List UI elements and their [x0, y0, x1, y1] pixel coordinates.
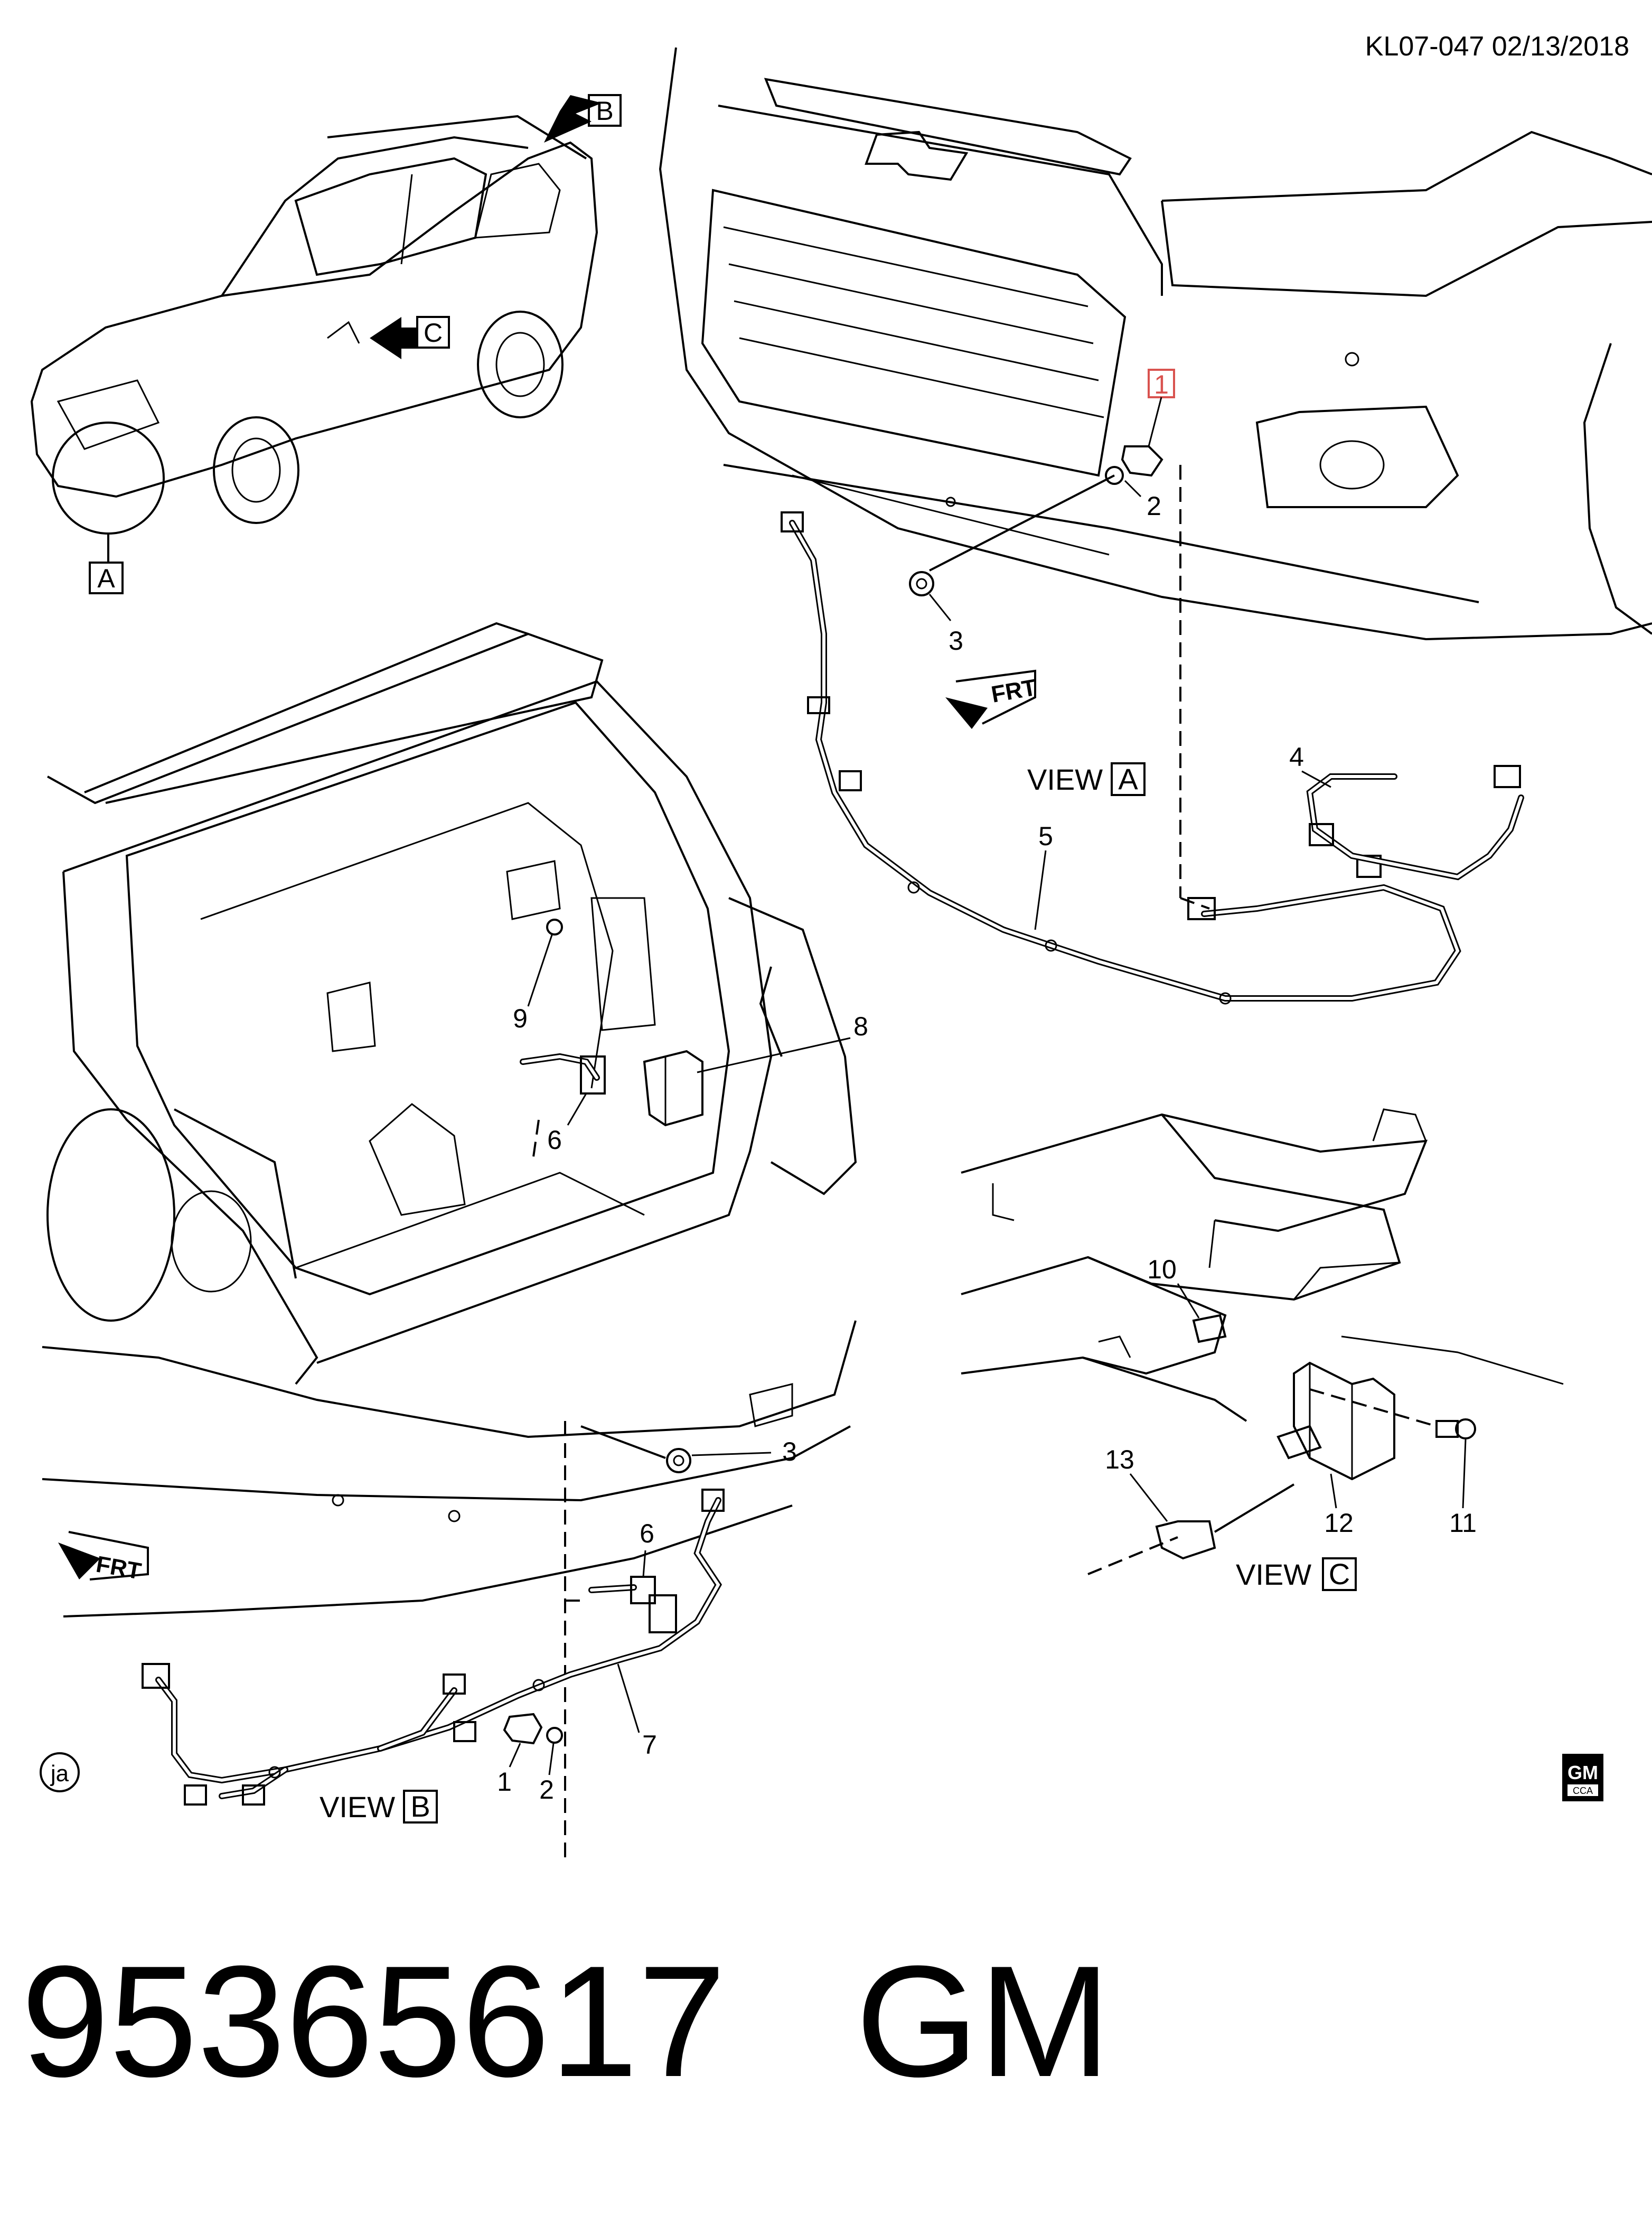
frt-arrow-front: FRT [945, 669, 1038, 729]
rear-trunk-view [42, 622, 857, 1617]
svg-text:11: 11 [1449, 1508, 1477, 1538]
svg-text:C: C [424, 318, 443, 348]
ja-badge [40, 1752, 80, 1792]
brand-name: GM [856, 1932, 1111, 2110]
svg-text:2: 2 [539, 1775, 554, 1804]
front-harness-5 [781, 511, 1461, 1005]
front-retainer-2 [1105, 466, 1124, 485]
view-c-label: VIEW [1236, 1558, 1311, 1591]
rear-sensor-1 [503, 1713, 543, 1745]
svg-text:ja: ja [50, 1761, 69, 1787]
svg-text:C: C [1329, 1557, 1350, 1591]
screw-11 [1309, 1388, 1476, 1439]
rear-connector-6 [588, 1576, 656, 1604]
svg-text:9: 9 [513, 1004, 528, 1033]
bracket-10 [1192, 1314, 1227, 1343]
rear-harness-7 [142, 1489, 725, 1806]
svg-text:6: 6 [547, 1125, 562, 1155]
module-8 [643, 1050, 703, 1127]
overview-vehicle [30, 115, 598, 524]
front-sensor-1 [1121, 445, 1163, 477]
front-callout-1: 1 [1148, 369, 1175, 447]
detail-a-circle [52, 422, 165, 535]
view-a-tag [89, 562, 124, 594]
part-number: 95365617 [21, 1932, 726, 2110]
svg-text:A: A [1118, 762, 1138, 796]
svg-text:A: A [97, 564, 115, 593]
svg-text:3: 3 [949, 626, 963, 656]
view-a-label: VIEW [1027, 763, 1103, 796]
svg-text:B: B [410, 1790, 430, 1823]
view-b-arrow: B [544, 94, 622, 143]
svg-text:FRT: FRT [989, 675, 1038, 708]
grommet-9 [546, 919, 563, 936]
svg-text:4: 4 [1289, 742, 1304, 772]
harness-4 [1306, 765, 1524, 881]
svg-text:3: 3 [782, 1437, 797, 1466]
sensor-13 [1087, 1483, 1295, 1575]
svg-text:10: 10 [1147, 1255, 1177, 1284]
svg-text:1: 1 [1154, 370, 1169, 399]
front-bezel-3 [909, 571, 934, 596]
trunk-connector-6 [520, 1053, 606, 1095]
diagram-code-date: KL07-047 02/13/2018 [1365, 31, 1629, 62]
rear-bezel-3 [666, 1448, 691, 1473]
svg-text:7: 7 [642, 1730, 657, 1760]
svg-text:1: 1 [497, 1767, 512, 1797]
rear-retainer-2 [546, 1727, 563, 1744]
view-c-detail [961, 1108, 1564, 1422]
svg-text:6: 6 [640, 1519, 654, 1548]
gm-cca-logo: GM CCA [1562, 1754, 1603, 1801]
svg-text:CCA: CCA [1573, 1785, 1593, 1796]
view-c-arrow: C [370, 316, 450, 359]
svg-text:GM: GM [1567, 1762, 1598, 1783]
view-b-label: VIEW [320, 1790, 395, 1824]
front-bumper-view-a [659, 47, 1652, 641]
svg-text:5: 5 [1038, 821, 1053, 851]
frt-arrow-rear: FRT [58, 1531, 149, 1585]
svg-text:13: 13 [1105, 1445, 1134, 1474]
svg-text:B: B [596, 96, 613, 126]
module-12 [1276, 1361, 1395, 1481]
svg-text:2: 2 [1147, 491, 1161, 521]
svg-text:8: 8 [853, 1012, 868, 1041]
svg-text:12: 12 [1324, 1508, 1354, 1538]
svg-text:FRT: FRT [94, 1551, 143, 1585]
